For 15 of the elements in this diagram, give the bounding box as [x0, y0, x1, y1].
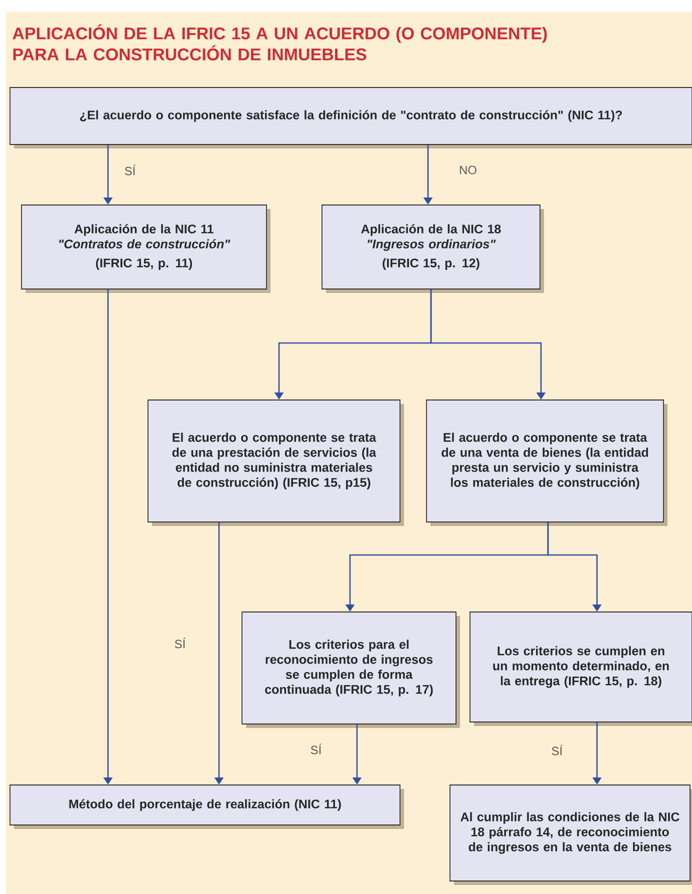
process-box: Al cumplir las condiciones de la NIC 18 párrafo 14, de reconocimiento de ingresos en la venta de bienes [450, 784, 692, 885]
process-box: Aplicación de la NIC 11 "Contratos de construcción" (IFRIC 15, p. 11) [21, 204, 270, 293]
process-box: El acuerdo o componente se trata de una venta de bienes (la entidad presta un servicio y suministra los materiales de construcción) [426, 400, 668, 526]
edge-label: SÍ [550, 743, 564, 757]
edge-label: SÍ [122, 163, 138, 177]
process-box: El acuerdo o componente se trata de una prestación de servicios (la entidad no suministra materiales de construcción) (IFRIC 15, p15) [148, 400, 404, 526]
process-box: Aplicación de la NIC 18 "Ingresos ordinarios" (IFRIC 15, p. 12) [322, 204, 544, 293]
process-box: ¿El acuerdo o componente satisface la definición de "contrato de construcción" (NIC 11)? [10, 87, 692, 148]
edge-label: SÍ [172, 636, 188, 650]
edge-label: NO [458, 164, 478, 176]
process-box: Los criterios se cumplen en un momento determinado, en la entrega (IFRIC 15, p. 18) [470, 612, 692, 726]
title: APLICACIÓN DE LA IFRIC 15 A UN ACUERDO (O COMPONENTE) PARA LA CONSTRUCCIÓN DE INMUEBLES [12, 24, 547, 60]
process-box: Método del porcentaje de realización (NIC 11) [10, 784, 404, 829]
process-box: Los criterios para el reconocimiento de ingresos se cumplen de forma continuada (IFRIC 15, p. 17) [242, 612, 460, 728]
edge-label: SÍ [308, 742, 324, 756]
